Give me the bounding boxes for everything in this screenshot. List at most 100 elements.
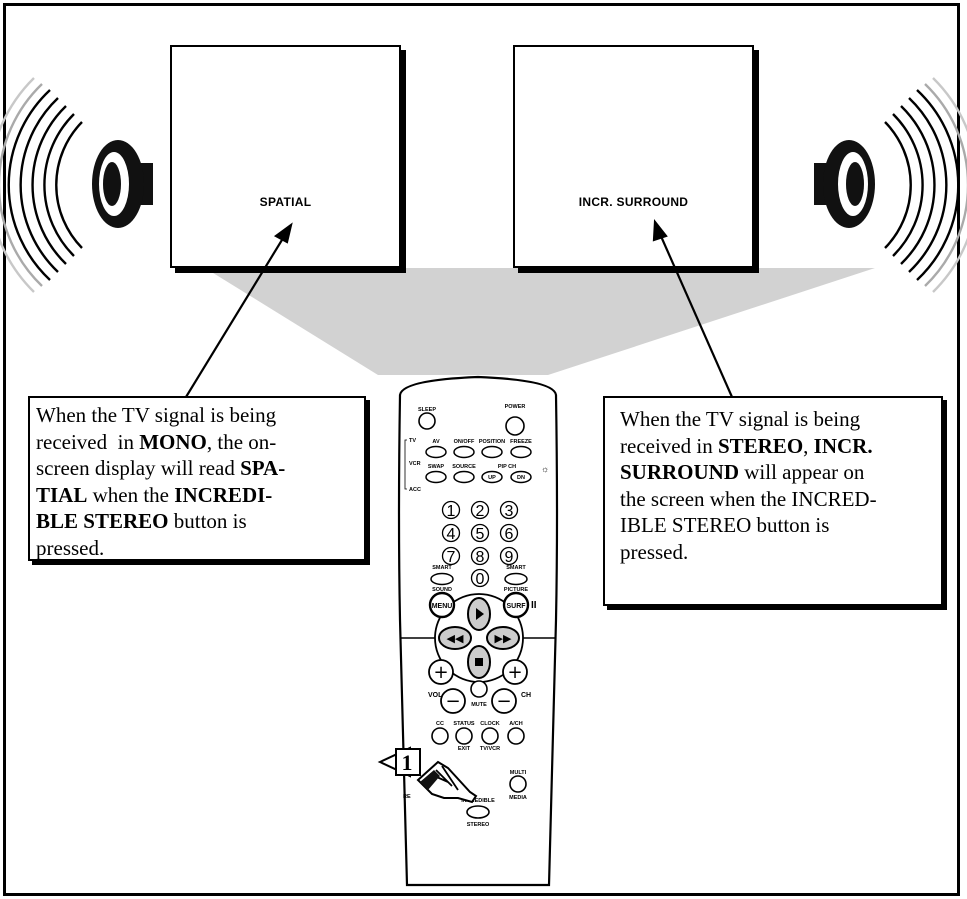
exit-label: EXIT — [458, 746, 471, 752]
callout-stereo-line-4: the screen when the INCRED- — [620, 486, 877, 511]
digit-4-label: 4 — [447, 526, 456, 543]
menu-button[interactable] — [428, 591, 456, 619]
source-label: SOURCE — [452, 464, 476, 470]
tv-mode-label: TV — [409, 438, 416, 444]
fast-forward-button[interactable] — [486, 626, 520, 650]
projection-beam — [205, 268, 875, 375]
digit-8-button[interactable] — [470, 546, 490, 566]
ch-label: CH — [521, 692, 531, 699]
mute-label: MUTE — [471, 702, 487, 708]
multi-label: MULTI — [510, 770, 527, 776]
arrow-head-left — [273, 222, 293, 244]
digit-1-label: 1 — [447, 503, 456, 520]
fast-forward-icon: ▶▶ — [495, 632, 512, 645]
status-label: STATUS — [453, 721, 475, 727]
up-label: UP — [488, 475, 496, 481]
minus-icon: − — [496, 691, 511, 712]
digit-2-button[interactable] — [470, 500, 490, 520]
clock-label: CLOCK — [480, 721, 500, 727]
pip-up-button[interactable] — [481, 470, 503, 484]
incredible-label: INCREDIBLE — [461, 798, 495, 804]
digit-5-button[interactable] — [470, 523, 490, 543]
arrow-head-right — [652, 219, 668, 242]
digit-8-label: 8 — [476, 549, 485, 566]
partial-button-label: RE — [403, 794, 411, 800]
number-keypad: 1 2 3 4 5 6 7 8 9 0 — [441, 500, 519, 588]
callout-mono-line-5: BLE STEREO button is — [36, 509, 247, 533]
stereo-label: STEREO — [467, 822, 490, 828]
step-number: 1 — [402, 750, 413, 775]
callout-mono-line-6: pressed. — [36, 535, 105, 560]
pip-dn-button[interactable] — [510, 470, 532, 484]
callout-mono-line-1: When the TV signal is being — [36, 403, 277, 427]
freeze-button[interactable] — [510, 445, 532, 459]
sun-icon: ☼ — [541, 464, 549, 474]
callout-stereo-line-1: When the TV signal is being — [620, 407, 861, 431]
volume-down-button[interactable] — [440, 688, 466, 714]
av-button[interactable] — [425, 445, 447, 459]
sleep-button[interactable] — [418, 412, 436, 430]
digit-2-label: 2 — [476, 503, 485, 520]
right-sound-waves — [884, 77, 967, 293]
callout-stereo: When the TV signal is being received in … — [603, 396, 943, 606]
step-marker: 1 — [377, 746, 421, 778]
left-sound-waves — [0, 77, 83, 293]
multimedia-button[interactable] — [509, 775, 527, 793]
tvvcr-label: TV/VCR — [480, 746, 500, 752]
pause-icon: II — [531, 600, 537, 611]
status-exit-button[interactable] — [455, 727, 473, 745]
smart-picture-top-label: SMART — [506, 565, 526, 571]
tv-screen-right: INCR. SURROUND — [513, 45, 754, 268]
digit-1-button[interactable] — [441, 500, 461, 520]
position-button[interactable] — [481, 445, 503, 459]
position-label: POSITION — [479, 439, 505, 445]
ach-label: A/CH — [509, 721, 522, 727]
left-speaker-icon — [92, 140, 153, 228]
rewind-button[interactable] — [438, 626, 472, 650]
smart-sound-button[interactable] — [430, 572, 454, 586]
digit-9-button[interactable] — [499, 546, 519, 566]
arrow-to-spatial — [185, 234, 286, 398]
sound-label: SOUND — [432, 587, 452, 593]
incredible-stereo-button[interactable] — [466, 805, 490, 819]
media-label: MEDIA — [509, 795, 527, 801]
channel-up-button[interactable] — [502, 659, 528, 685]
callout-mono: When the TV signal is being received in … — [28, 396, 366, 561]
acc-mode-label: ACC — [409, 487, 421, 493]
stop-icon — [475, 658, 483, 666]
digit-4-button[interactable] — [441, 523, 461, 543]
onoff-button[interactable] — [453, 445, 475, 459]
screen-label-incr-surround: INCR. SURROUND — [578, 195, 689, 209]
digit-3-button[interactable] — [499, 500, 519, 520]
surf-label: SURF — [506, 603, 526, 610]
digit-6-button[interactable] — [499, 523, 519, 543]
swap-button[interactable] — [425, 470, 447, 484]
plus-icon: + — [433, 662, 448, 683]
av-label: AV — [432, 439, 440, 445]
minus-icon: − — [445, 691, 460, 712]
digit-7-button[interactable] — [441, 546, 461, 566]
digit-0-button[interactable] — [470, 568, 490, 588]
source-button[interactable] — [453, 470, 475, 484]
ach-button[interactable] — [507, 727, 525, 745]
volume-up-button[interactable] — [428, 659, 454, 685]
channel-down-button[interactable] — [491, 688, 517, 714]
power-button[interactable] — [505, 416, 525, 436]
play-icon — [476, 608, 484, 620]
cc-button[interactable] — [431, 727, 449, 745]
smart-picture-button[interactable] — [504, 572, 528, 586]
pointing-hand-icon — [416, 760, 478, 804]
sleep-label: SLEEP — [418, 407, 436, 413]
dn-label: DN — [517, 475, 525, 481]
callout-stereo-line-2: received in STEREO, INCR. — [620, 433, 873, 458]
onoff-label: ON/OFF — [454, 439, 475, 445]
smart-sound-top-label: SMART — [432, 565, 452, 571]
callout-mono-line-3: screen display will read SPA- — [36, 456, 286, 480]
plus-icon: + — [507, 662, 522, 683]
surf-button[interactable] — [502, 591, 530, 619]
clock-tvvcr-button[interactable] — [481, 727, 499, 745]
digit-7-label: 7 — [447, 549, 456, 566]
mute-button[interactable] — [470, 680, 488, 698]
power-label: POWER — [505, 404, 526, 410]
